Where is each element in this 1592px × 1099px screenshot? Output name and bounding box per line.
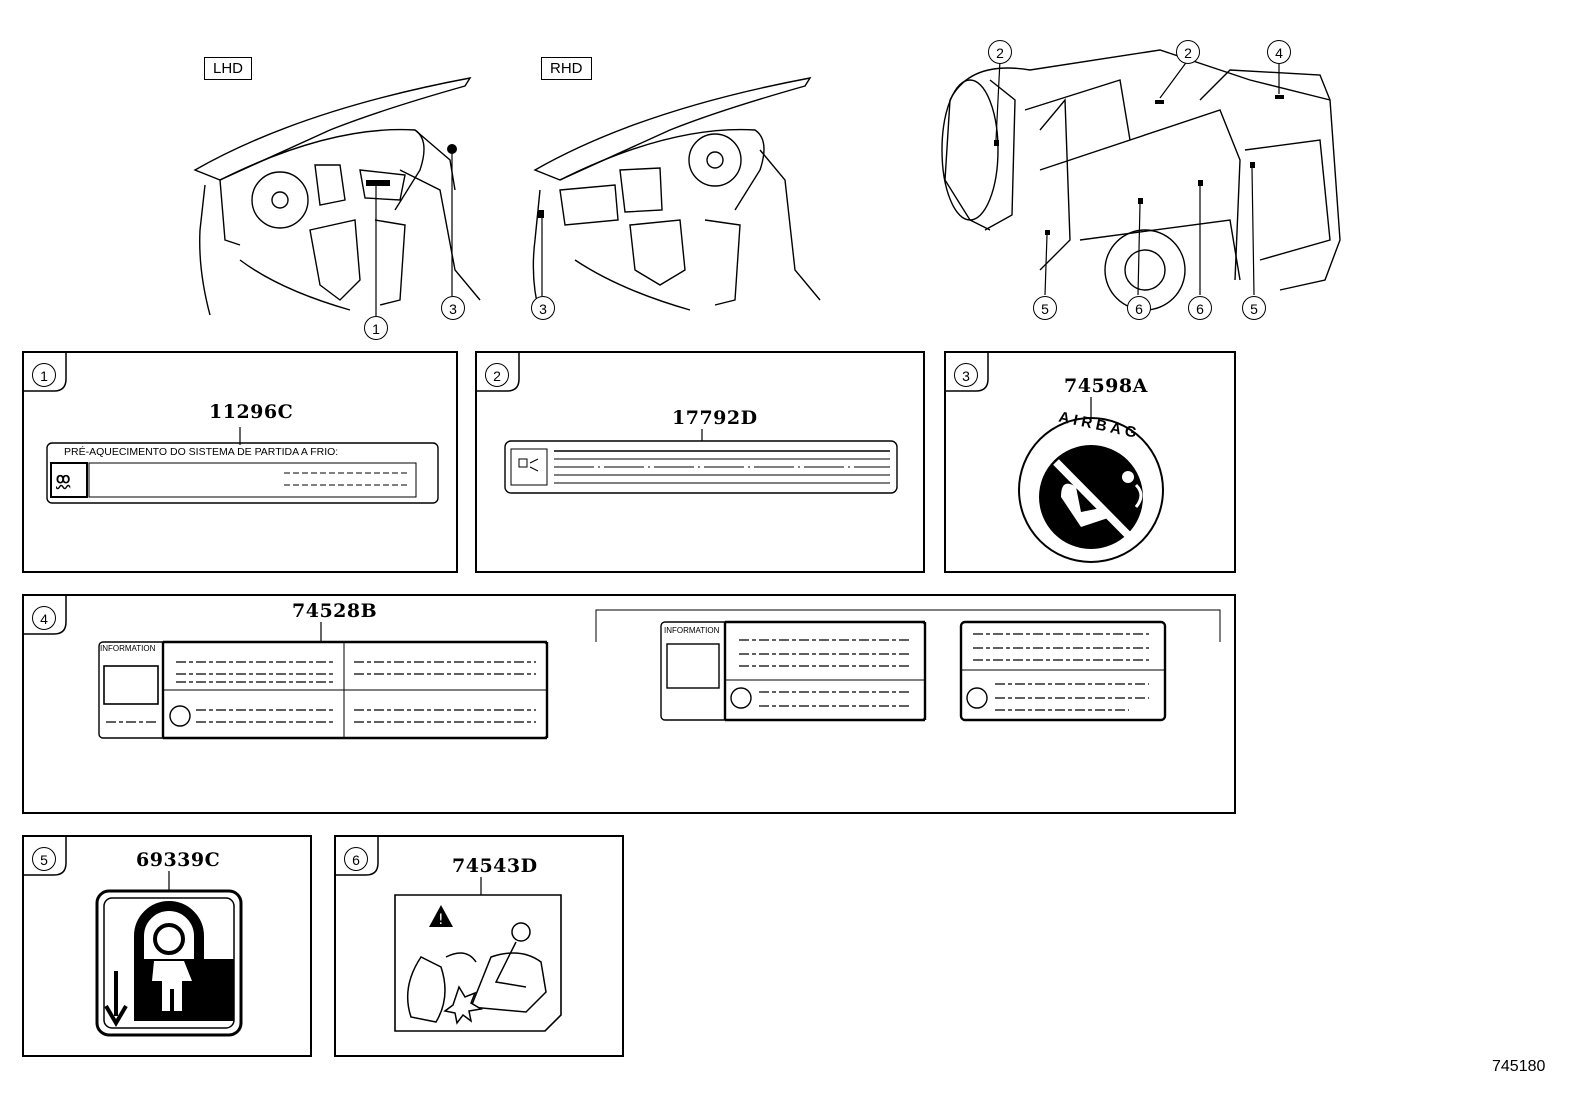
panel-6-corner <box>334 835 379 876</box>
rhd-dashboard-illustration <box>532 77 821 316</box>
panel-6-part-number: 74543D <box>452 855 538 877</box>
panel-2-label-drawing <box>504 429 898 494</box>
panel-2-part-number: 17792D <box>672 407 758 429</box>
side-airbag-warning-icon: ! <box>394 877 562 1032</box>
lhd-dashboard-illustration <box>193 77 481 316</box>
panel-3-corner <box>944 351 989 392</box>
panel-1: 1 11296C PRÉ-AQUECIMENTO DO SISTEMA DE P… <box>22 351 458 573</box>
car-callout-2b: 2 <box>1176 40 1200 64</box>
panel-4-variant-a-info-text: INFORMATION <box>664 626 720 635</box>
panel-3: 3 74598A AIRBAG <box>944 351 1236 573</box>
glow-plug-icon: ꝏ <box>56 470 71 486</box>
panel-3-number: 3 <box>954 363 978 387</box>
lhd-callout-3: 3 <box>441 296 465 320</box>
car-callout-6a: 6 <box>1127 296 1151 320</box>
car-callout-5a: 5 <box>1033 296 1057 320</box>
panel-4-part-number: 74528B <box>292 600 378 622</box>
car-callout-5b: 5 <box>1242 296 1266 320</box>
panel-4-main-info-text: INFORMATION <box>100 644 156 653</box>
panel-5-part-number: 69339C <box>136 849 221 871</box>
car-callout-4: 4 <box>1267 40 1291 64</box>
panel-5-number: 5 <box>32 847 56 871</box>
lhd-view-label: LHD <box>204 57 253 80</box>
panel-2-number: 2 <box>485 363 509 387</box>
car-callout-6b: 6 <box>1188 296 1212 320</box>
panel-4-variant-a-drawing <box>660 620 927 722</box>
panel-5: 5 69339C <box>22 835 312 1057</box>
panel-1-number: 1 <box>32 363 56 387</box>
panel-1-label-text: PRÉ-AQUECIMENTO DO SISTEMA DE PARTIDA A … <box>64 446 339 458</box>
panel-6-number: 6 <box>344 847 368 871</box>
rhd-view-label: RHD <box>541 57 592 80</box>
panel-2: 2 17792D <box>475 351 925 573</box>
no-child-seat-airbag-seal <box>1018 397 1164 563</box>
panel-4-main-label-drawing <box>98 622 549 740</box>
rhd-callout-3: 3 <box>531 296 555 320</box>
car-callout-2a: 2 <box>988 40 1012 64</box>
panel-4-corner <box>22 594 67 635</box>
vehicle-illustration <box>941 49 1341 311</box>
panel-4-number: 4 <box>32 606 56 630</box>
panel-1-corner <box>22 351 67 392</box>
panel-1-part-number: 11296C <box>209 401 294 423</box>
panel-6: 6 74543D ! <box>334 835 624 1057</box>
document-id: 745180 <box>1492 1058 1546 1075</box>
panel-1-label-drawing <box>46 427 439 504</box>
child-lock-icon <box>95 871 243 1037</box>
svg-text:!: ! <box>438 912 444 928</box>
panel-4-variant-b-drawing <box>959 620 1167 722</box>
lhd-callout-1: 1 <box>364 316 388 340</box>
panel-4: 4 74528B INFORMATION <box>22 594 1236 814</box>
panel-3-part-number: 74598A <box>1064 375 1148 397</box>
panel-2-corner <box>475 351 520 392</box>
panel-4-variant-bracket <box>595 609 1221 642</box>
panel-5-corner <box>22 835 67 876</box>
